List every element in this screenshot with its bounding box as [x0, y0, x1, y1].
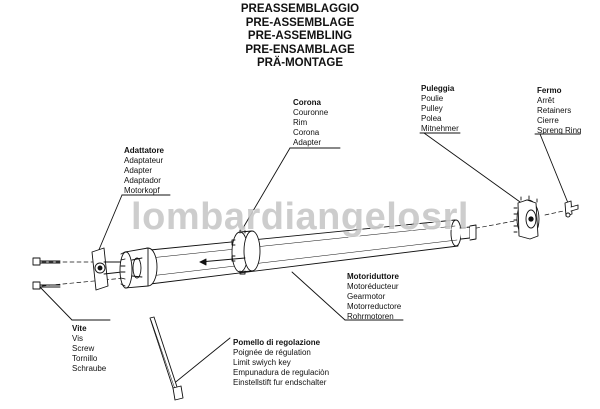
puleggia-en: Pulley	[421, 104, 443, 113]
fermo-de: Spreng Ring	[537, 126, 582, 135]
corona-fr: Couronne	[293, 108, 329, 117]
watermark-text: lombardiangelosrl	[131, 196, 469, 238]
adattatore-heading: Adattatore	[124, 146, 165, 155]
fermo-heading: Fermo	[537, 86, 562, 95]
adattatore-fr: Adaptateur	[124, 156, 164, 165]
motoriduttore-leader	[291, 271, 346, 321]
corona-leader	[242, 147, 291, 229]
title-line-es: PRE-ENSAMBLAGE	[245, 43, 355, 56]
pomello-label: Pomello di regolazione Poignée de régula…	[233, 338, 329, 388]
pomello-de: Einstellstift fur endschalter	[233, 378, 327, 387]
motoriduttore-label: Motoriduttore Motoréducteur Gearmotor Mo…	[347, 272, 401, 322]
pomello-en: Limit swiych key	[233, 358, 291, 367]
fermo-fr: Arrêt	[537, 96, 555, 105]
adattatore-de: Motorkopf	[124, 186, 160, 195]
vite-label: Vite Vis Screw Tornillo Schraube	[72, 324, 106, 374]
puleggia-leader	[423, 132, 528, 208]
puleggia-es: Polea	[421, 114, 442, 123]
title-line-en: PRE-ASSEMBLING	[247, 30, 353, 42]
motor-head	[119, 247, 158, 289]
insertion-arrow	[199, 257, 246, 266]
adattatore-label: Adattatore Adaptateur Adapter Adaptador …	[124, 146, 164, 196]
title-line-it: PREASSEMBLAGGIO	[240, 3, 360, 15]
corona-es: Corona	[293, 128, 320, 137]
puleggia-heading: Puleggia	[421, 84, 455, 93]
corona-en: Rim	[293, 118, 308, 127]
motoriduttore-heading: Motoriduttore	[347, 272, 399, 281]
adattatore-leader	[97, 194, 123, 253]
pomello-heading: Pomello di regolazione	[233, 338, 321, 347]
vite-de: Schraube	[72, 364, 107, 373]
crown-rim	[231, 229, 261, 275]
pomello-es: Empunadura de regulaciòn	[233, 368, 330, 377]
pomello-leader	[171, 337, 231, 386]
title-line-fr: PRE-ASSEMBLAGE	[245, 16, 355, 29]
motoriduttore-es: Motorreductore	[347, 302, 402, 311]
leader-lines	[37, 132, 581, 386]
motoriduttore-de: Rohrmotoren	[347, 312, 394, 321]
fermo-label: Fermo Arrêt Retainers Cierre Spreng Ring	[537, 86, 581, 136]
retainer-clip	[564, 200, 579, 218]
puleggia-label: Puleggia Poulie Pulley Polea Mitnehmer	[421, 84, 459, 134]
pomello-fr: Poignée de régulation	[233, 348, 311, 357]
fermo-es: Cierre	[537, 116, 559, 125]
vite-leader	[37, 284, 73, 321]
vite-heading: Vite	[72, 324, 87, 333]
motoriduttore-en: Gearmotor	[347, 292, 386, 301]
motoriduttore-fr: Motoréducteur	[347, 282, 399, 291]
puleggia-de: Mitnehmer	[421, 124, 459, 133]
corona-label: Corona Couronne Rim Corona Adapter	[293, 98, 328, 148]
pulley-part	[513, 195, 540, 240]
fermo-leader	[539, 133, 569, 204]
screws	[32, 257, 61, 290]
puleggia-fr: Poulie	[421, 94, 444, 103]
limit-switch-key	[149, 316, 184, 401]
title-line-de: PRÄ-MONTAGE	[256, 57, 344, 69]
adattatore-es: Adaptador	[124, 176, 161, 185]
adattatore-en: Adapter	[124, 166, 153, 175]
title-block: PREASSEMBLAGGIO PRE-ASSEMBLAGE PRE-ASSEM…	[200, 3, 400, 71]
vite-en: Screw	[72, 344, 95, 353]
vite-es: Tornillo	[72, 354, 98, 363]
fermo-en: Retainers	[537, 106, 572, 115]
adapter-plate	[91, 247, 123, 291]
corona-heading: Corona	[293, 98, 321, 107]
vite-fr: Vis	[72, 334, 83, 343]
corona-de: Adapter	[293, 138, 322, 147]
